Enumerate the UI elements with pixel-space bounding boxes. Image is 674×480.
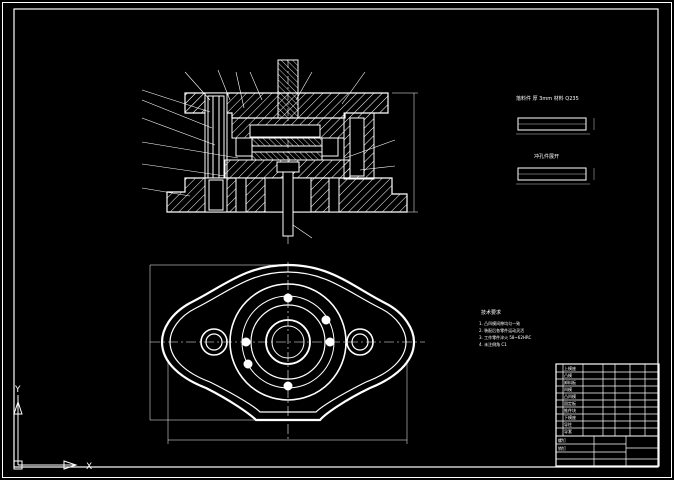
assembly-section-view xyxy=(166,59,418,245)
parts-list-row: 螺钉 xyxy=(558,437,566,443)
technical-notes: 技术要求 1. 凸凹模间隙均匀一致 2. 装配后各零件运动灵活 3. 工作零件淬… xyxy=(479,309,531,347)
parts-list-row: 导套 xyxy=(564,428,572,434)
blank-label-lower: 冲孔件展开 xyxy=(534,153,559,160)
notes-line-4: 4. 未注倒角 C1 xyxy=(479,341,507,347)
blank-views xyxy=(516,117,595,185)
notes-line-1: 1. 凸凹模间隙均匀一致 xyxy=(479,320,520,326)
notes-line-3: 3. 工作零件淬火 58~62HRC xyxy=(479,334,531,340)
parts-list-row: 凹模 xyxy=(564,386,572,392)
parts-list-row: 推件块 xyxy=(564,407,576,413)
parts-list-row: 上模座 xyxy=(564,365,576,371)
title-block-rows: 上模座 凸模 卸料板 凹模 凸凹模 固定板 推件块 下模座 导柱 导套 螺钉 销… xyxy=(558,365,576,451)
parts-list-row: 导柱 xyxy=(564,421,572,427)
part-leader-lines xyxy=(141,69,396,239)
parts-list-row: 下模座 xyxy=(564,414,576,420)
parts-list-row: 销钉 xyxy=(558,445,566,451)
parts-list-row: 卸料板 xyxy=(564,379,576,385)
parts-list-row: 凸凹模 xyxy=(564,393,576,399)
plan-view xyxy=(149,262,425,444)
parts-list-row: 固定板 xyxy=(564,400,576,406)
ucs-icon[interactable] xyxy=(13,395,78,470)
inner-frame xyxy=(13,8,659,468)
notes-line-2: 2. 装配后各零件运动灵活 xyxy=(479,327,524,333)
ucs-x-label: X xyxy=(86,462,92,472)
notes-heading: 技术要求 xyxy=(481,309,501,316)
blank-label-upper: 落料件 厚 3mm 材料 Q235 xyxy=(516,95,579,102)
ucs-y-label: Y xyxy=(14,385,21,395)
title-block xyxy=(555,363,660,467)
parts-list-row: 凸模 xyxy=(564,372,572,378)
